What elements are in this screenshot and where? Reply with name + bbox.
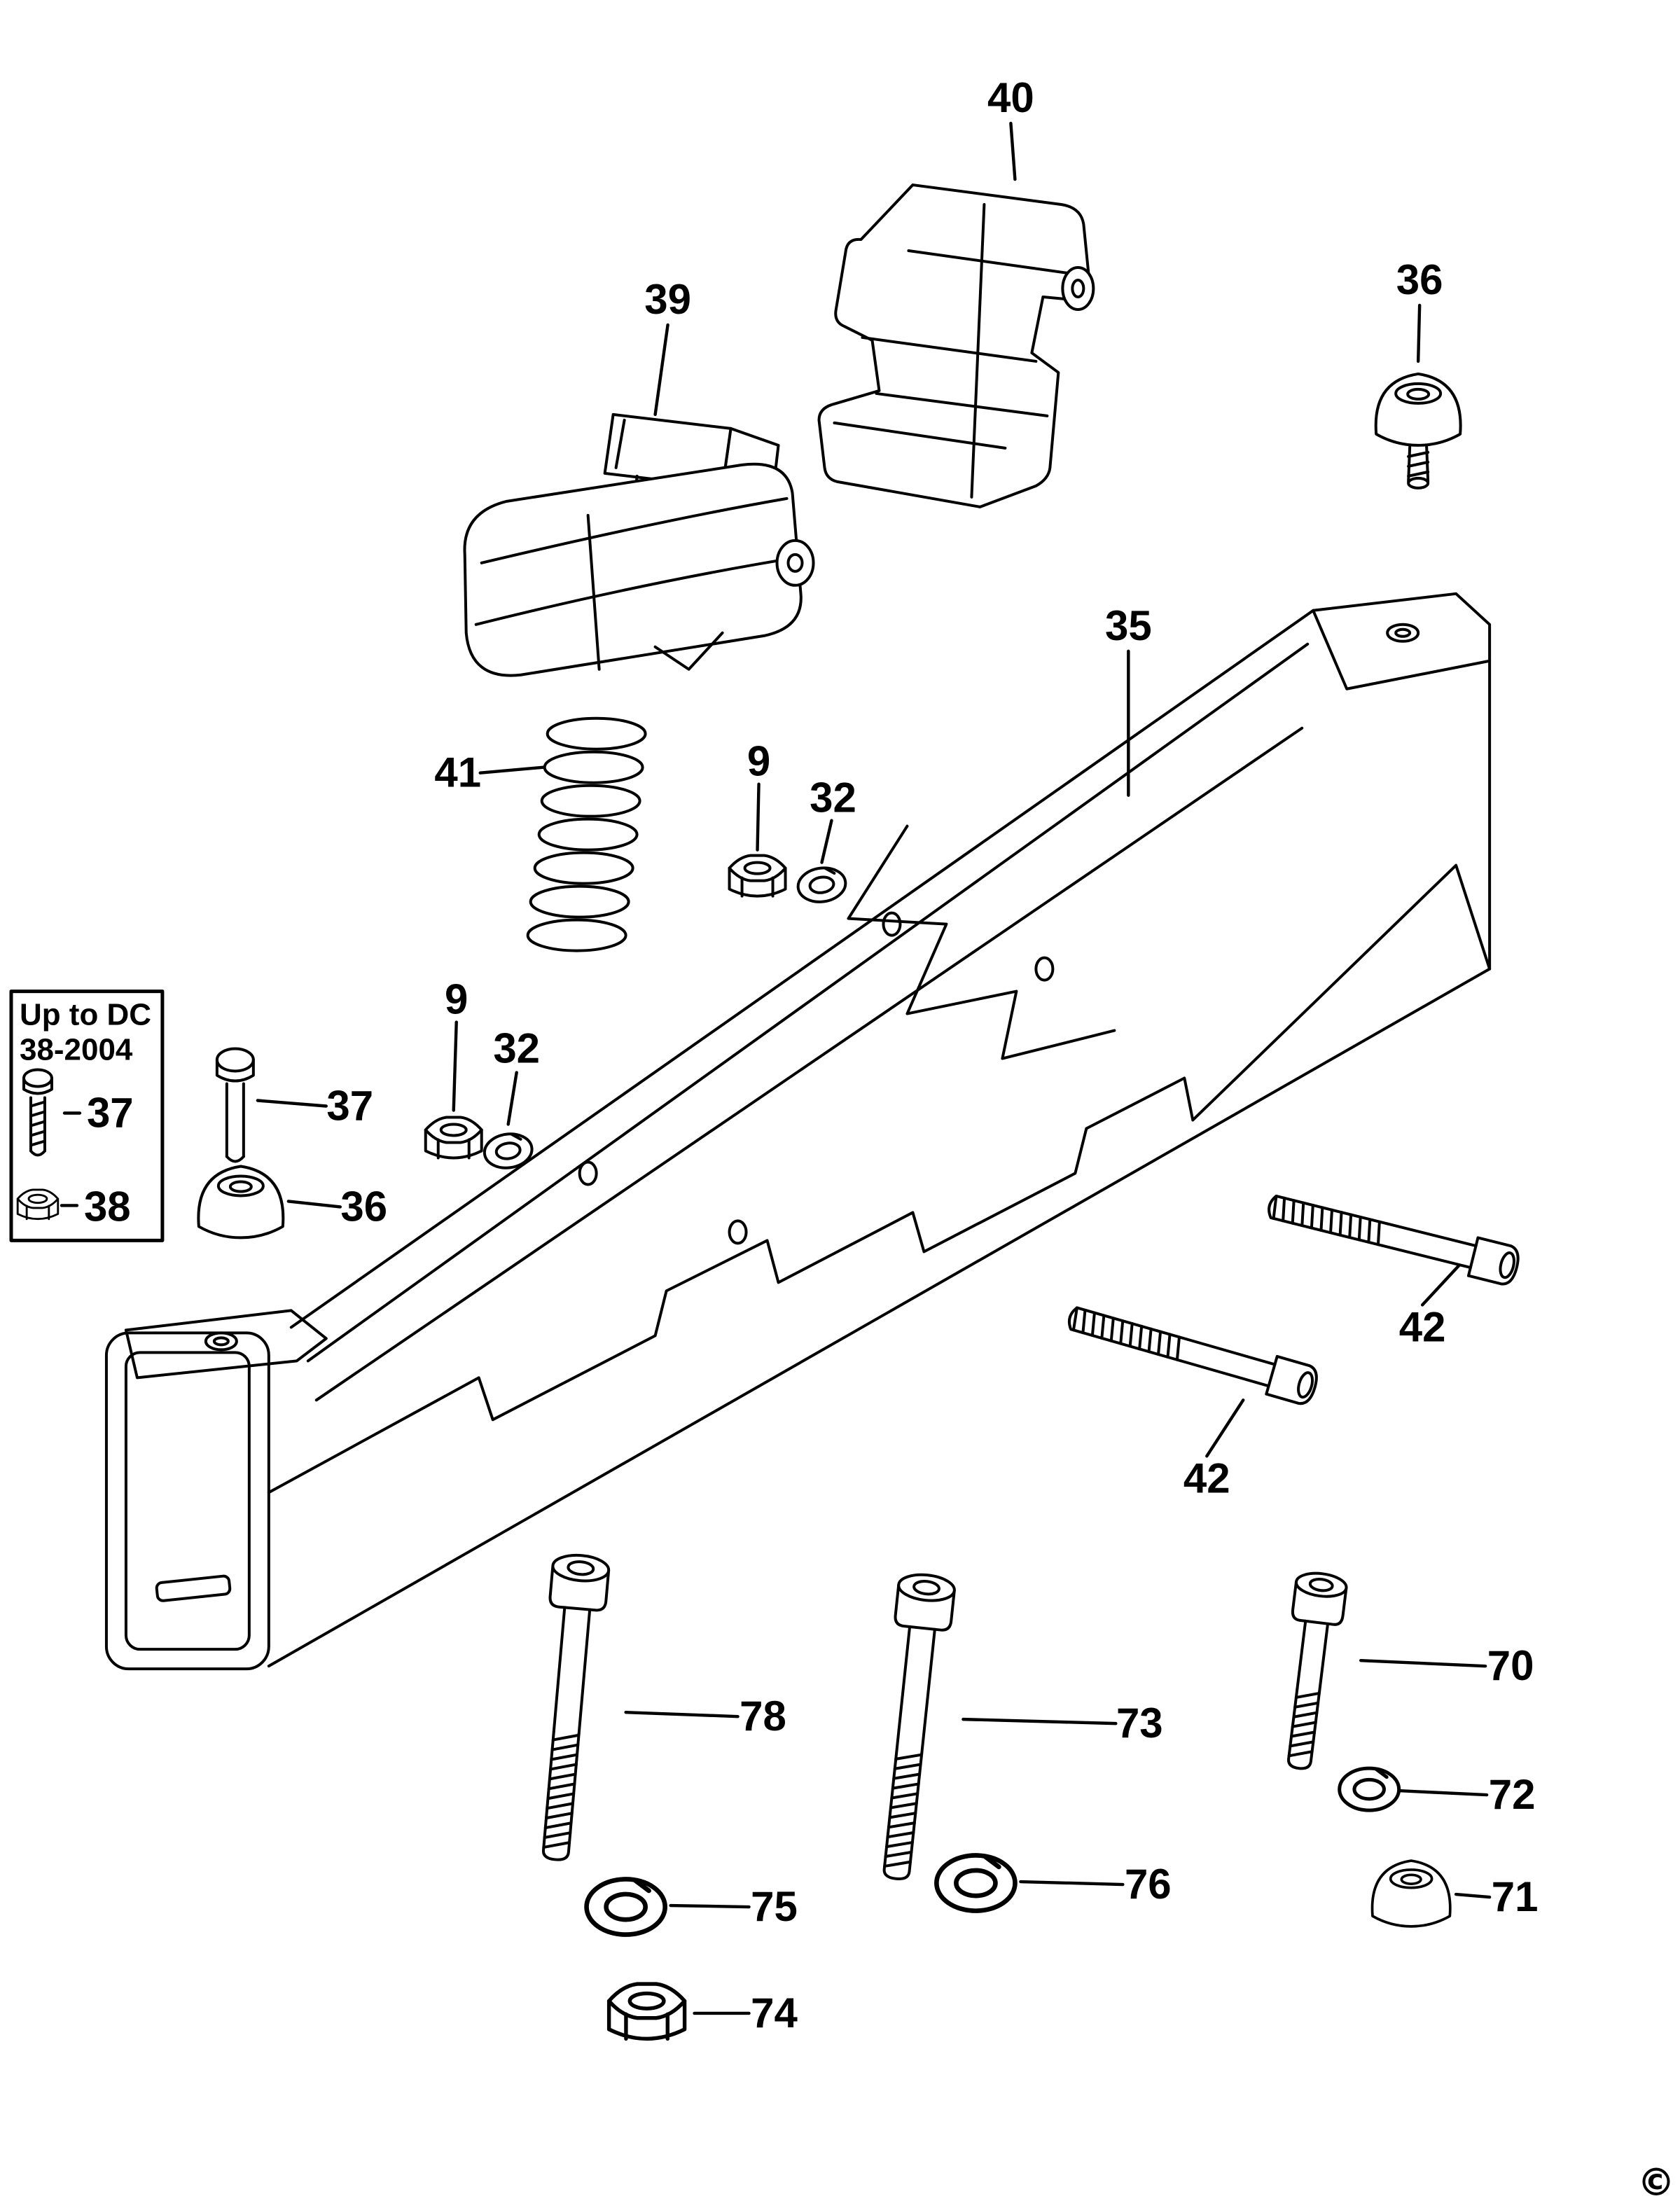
callout-78: 78 [740, 1693, 786, 1740]
part-long-bolt-73 [866, 1571, 957, 1883]
leader-line-78 [624, 1710, 740, 1719]
callout-32-lower: 32 [493, 1025, 540, 1072]
leader-line-40 [1009, 121, 1017, 181]
part-rubber-foot-36-top-right [1374, 372, 1462, 489]
part-screw-37-in-box [22, 1068, 53, 1157]
leader-line-71 [1454, 1892, 1492, 1899]
callout-71: 71 [1492, 1873, 1539, 1920]
leader-line-37 [256, 1099, 328, 1108]
callout-72: 72 [1489, 1771, 1536, 1818]
leader-line-76 [1019, 1880, 1125, 1887]
leader-line-39 [653, 323, 669, 417]
part-hex-nut-74 [609, 1984, 685, 2039]
leader-line-70 [1359, 1658, 1487, 1668]
part-washer-72 [1340, 1768, 1399, 1810]
callout-36-top-right: 36 [1396, 256, 1443, 303]
part-rubber-foot-71 [1370, 1859, 1452, 1928]
leader-line-73 [962, 1717, 1118, 1726]
callout-37-box: 37 [87, 1089, 134, 1136]
callout-41: 41 [434, 749, 481, 796]
part-top-clamp-bracket-40 [817, 183, 1095, 508]
leader-line-42u [1420, 1264, 1461, 1307]
callout-labels: 40 39 36 35 41 9 32 9 32 37 36 42 42 78 … [326, 74, 1538, 2036]
callout-39: 39 [644, 276, 691, 323]
callout-9-upper: 9 [747, 738, 770, 785]
part-washer-76 [936, 1855, 1015, 1910]
leader-line-75 [669, 1903, 751, 1909]
callout-76: 76 [1125, 1861, 1172, 1908]
callout-42-upper: 42 [1399, 1303, 1446, 1350]
note-box-line2: 38-2004 [20, 1033, 133, 1067]
part-leg-channel-35 [104, 592, 1492, 1671]
callout-75: 75 [751, 1883, 798, 1930]
part-nut-38-in-box [16, 1188, 60, 1221]
leader-line-41 [478, 765, 545, 775]
callout-36-left: 36 [340, 1183, 387, 1230]
callout-32-upper: 32 [810, 775, 856, 821]
part-hex-nut-9-upper [728, 854, 787, 898]
leader-line-32u [820, 819, 833, 864]
part-lock-lever-housing-39 [463, 412, 815, 677]
copyright-mark: © [1637, 2160, 1675, 2204]
part-lock-washer-32-upper [794, 863, 849, 907]
part-rubber-foot-36-left [197, 1165, 285, 1240]
leader-line-9u [756, 782, 761, 852]
callout-42-lower: 42 [1183, 1454, 1230, 1501]
callout-40: 40 [987, 74, 1034, 121]
callout-73: 73 [1116, 1700, 1163, 1747]
part-long-bolt-78 [526, 1551, 611, 1863]
callout-38-box: 38 [84, 1183, 131, 1230]
callout-70: 70 [1487, 1642, 1534, 1689]
part-washer-75 [587, 1879, 665, 1934]
note-box: Up to DC 38-2004 37 38 [9, 990, 165, 1242]
part-socket-bolt-42-lower [1063, 1297, 1322, 1408]
callout-74: 74 [751, 1990, 798, 2036]
leader-line-36tr [1416, 303, 1422, 363]
leader-line-32l [506, 1071, 518, 1126]
part-bolt-70 [1272, 1569, 1349, 1773]
callout-35: 35 [1105, 602, 1152, 649]
part-socket-bolt-42-upper [1263, 1185, 1523, 1289]
part-pin-screw-37 [215, 1047, 255, 1163]
callout-9-lower: 9 [445, 976, 468, 1023]
leader-line-9l [452, 1020, 458, 1112]
leader-line-72 [1396, 1789, 1489, 1797]
part-spring-41 [526, 716, 647, 952]
callout-37: 37 [326, 1082, 373, 1129]
leader-lines [256, 121, 1492, 2015]
note-box-line1: Up to DC [20, 998, 151, 1032]
leader-line-36l [286, 1200, 342, 1209]
leader-line-42l [1205, 1398, 1245, 1458]
part-lock-washer-32-lower [480, 1129, 536, 1172]
part-hex-nut-9-lower [424, 1116, 483, 1160]
